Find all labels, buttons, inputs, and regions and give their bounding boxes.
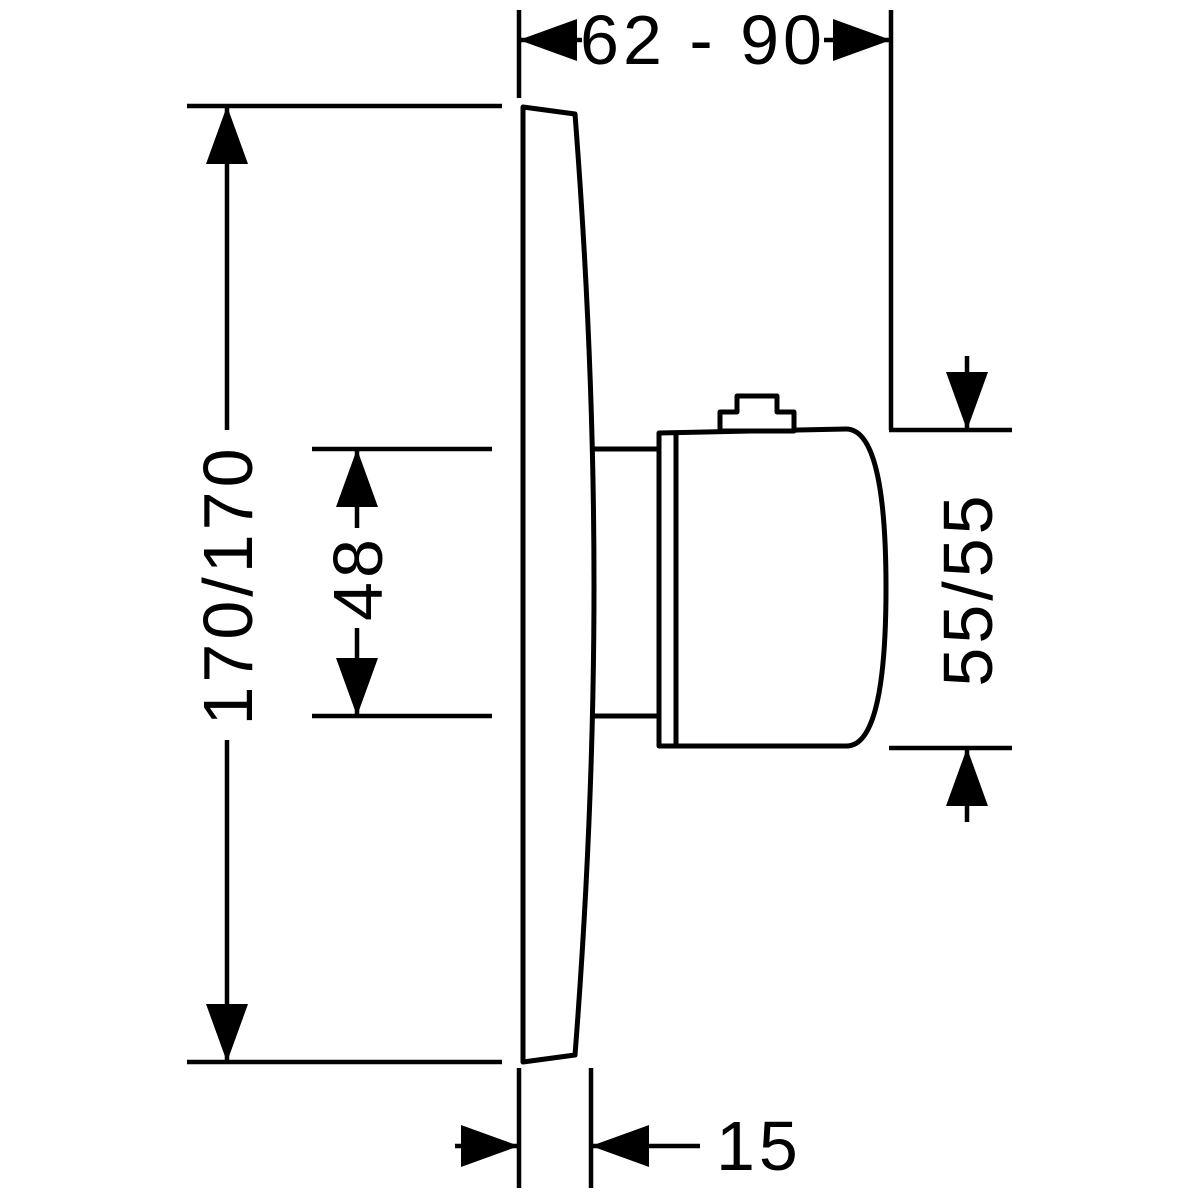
arrow-down-icon	[206, 1004, 248, 1062]
dim-label-width-range: 62 - 90	[580, 1, 826, 79]
product-side-view	[520, 104, 889, 1065]
arrow-up-icon	[336, 449, 378, 507]
arrow-left-icon	[519, 19, 577, 61]
handle-body	[656, 426, 889, 749]
dimension-width-range: 62 - 90	[519, 1, 891, 79]
dimension-height-total: 170/170	[189, 106, 267, 1062]
dim-label-plate-depth: 15	[716, 1107, 802, 1185]
dim-label-height-total: 170/170	[189, 444, 267, 725]
arrow-up-icon	[946, 748, 988, 806]
dim-label-handle-size: 55/55	[929, 491, 1007, 686]
dimension-plate-depth: 15	[455, 1107, 802, 1185]
arrow-down-icon	[946, 372, 988, 430]
dim-label-inner-span: 48	[319, 535, 397, 621]
wall-plate-profile	[520, 104, 597, 1065]
dimension-handle-size: 55/55	[929, 356, 1007, 822]
extension-lines	[187, 10, 1012, 1188]
dimension-inner-span: 48	[319, 449, 397, 716]
arrow-left-icon	[591, 1125, 649, 1167]
arrow-up-icon	[206, 106, 248, 164]
arrow-down-icon	[336, 658, 378, 716]
arrow-right-icon	[461, 1125, 519, 1167]
arrow-right-icon	[833, 19, 891, 61]
handle-top-button	[717, 393, 797, 434]
